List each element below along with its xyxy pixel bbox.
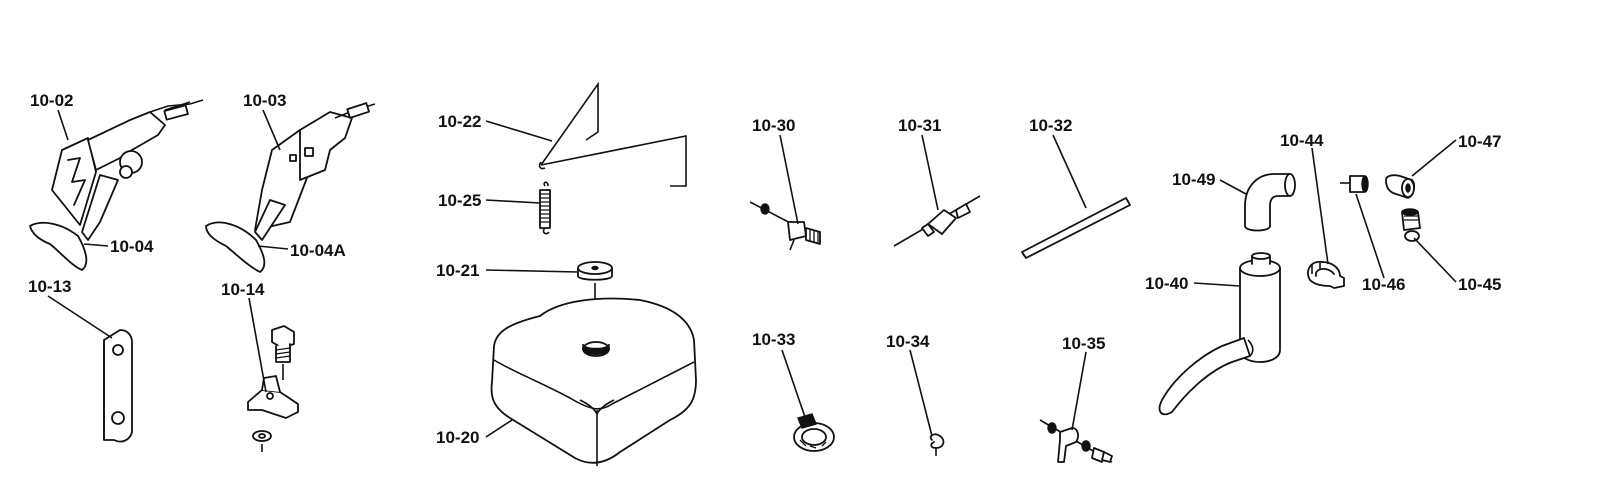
label-10-47: 10-47 bbox=[1458, 132, 1501, 151]
leader-10-33 bbox=[781, 349, 807, 421]
part-10-46-fitting bbox=[1340, 175, 1369, 193]
part-10-02-throttle-lever bbox=[29, 99, 204, 271]
leader-10-45 bbox=[1413, 237, 1457, 283]
part-10-30-fitting bbox=[749, 201, 821, 251]
label-10-34: 10-34 bbox=[886, 332, 930, 351]
label-10-04: 10-04 bbox=[110, 237, 154, 256]
leader-10-25 bbox=[485, 199, 541, 204]
leader-10-04 bbox=[83, 243, 109, 247]
part-10-25-spring bbox=[539, 181, 551, 235]
part-10-45-fitting bbox=[1401, 208, 1421, 242]
label-10-03: 10-03 bbox=[243, 91, 286, 110]
leader-10-31 bbox=[921, 134, 939, 211]
part-10-14-bolt-bracket bbox=[247, 325, 299, 452]
label-10-45: 10-45 bbox=[1458, 275, 1501, 294]
part-10-49-elbow bbox=[1244, 173, 1296, 232]
leader-lines bbox=[47, 109, 1457, 438]
label-10-13: 10-13 bbox=[28, 277, 71, 296]
leader-10-20 bbox=[485, 419, 513, 438]
label-10-14: 10-14 bbox=[221, 280, 265, 299]
leader-10-30 bbox=[779, 134, 799, 225]
part-10-44-u-clamp bbox=[1307, 260, 1345, 289]
leader-10-49 bbox=[1219, 179, 1247, 195]
part-labels: 10-02 10-03 10-04 10-04A 10-13 10-14 10-… bbox=[28, 91, 1501, 447]
leader-10-46 bbox=[1355, 193, 1385, 279]
label-10-30: 10-30 bbox=[752, 116, 795, 135]
label-10-21: 10-21 bbox=[436, 261, 479, 280]
leader-10-02 bbox=[57, 109, 69, 141]
label-10-35: 10-35 bbox=[1062, 334, 1105, 353]
label-10-04A: 10-04A bbox=[290, 241, 346, 260]
leader-10-21 bbox=[485, 269, 579, 273]
leader-10-04A bbox=[257, 245, 289, 250]
label-10-31: 10-31 bbox=[898, 116, 941, 135]
leader-10-14 bbox=[248, 297, 267, 393]
leader-10-35 bbox=[1071, 351, 1087, 431]
part-10-13-strap bbox=[103, 329, 133, 443]
part-10-40-muffler bbox=[1158, 252, 1281, 416]
part-10-20-fuel-tank bbox=[490, 297, 697, 466]
leader-10-32 bbox=[1052, 134, 1087, 209]
label-10-20: 10-20 bbox=[436, 428, 479, 447]
part-10-34-clip bbox=[929, 433, 945, 456]
label-10-44: 10-44 bbox=[1280, 131, 1324, 150]
part-10-47-elbow bbox=[1385, 174, 1415, 199]
label-10-22: 10-22 bbox=[438, 112, 481, 131]
part-10-33-hose-clamp bbox=[793, 413, 835, 452]
label-10-46: 10-46 bbox=[1362, 275, 1405, 294]
part-10-31-filter bbox=[893, 195, 981, 247]
leader-10-47 bbox=[1411, 139, 1457, 177]
leader-10-40 bbox=[1193, 282, 1241, 287]
leader-10-34 bbox=[909, 349, 933, 437]
label-10-25: 10-25 bbox=[438, 191, 481, 210]
label-10-40: 10-40 bbox=[1145, 274, 1188, 293]
leader-10-13 bbox=[47, 295, 113, 339]
part-10-22-rod bbox=[538, 81, 687, 187]
leader-10-03 bbox=[262, 109, 281, 151]
label-10-02: 10-02 bbox=[30, 91, 73, 110]
leader-10-44 bbox=[1311, 147, 1329, 265]
part-10-03-throttle-lever bbox=[205, 102, 376, 273]
label-10-32: 10-32 bbox=[1029, 116, 1072, 135]
leader-10-22 bbox=[485, 120, 553, 142]
part-10-32-rod bbox=[1021, 197, 1131, 259]
label-10-49: 10-49 bbox=[1172, 170, 1215, 189]
label-10-33: 10-33 bbox=[752, 330, 795, 349]
part-10-35-clamp bbox=[1039, 419, 1113, 463]
